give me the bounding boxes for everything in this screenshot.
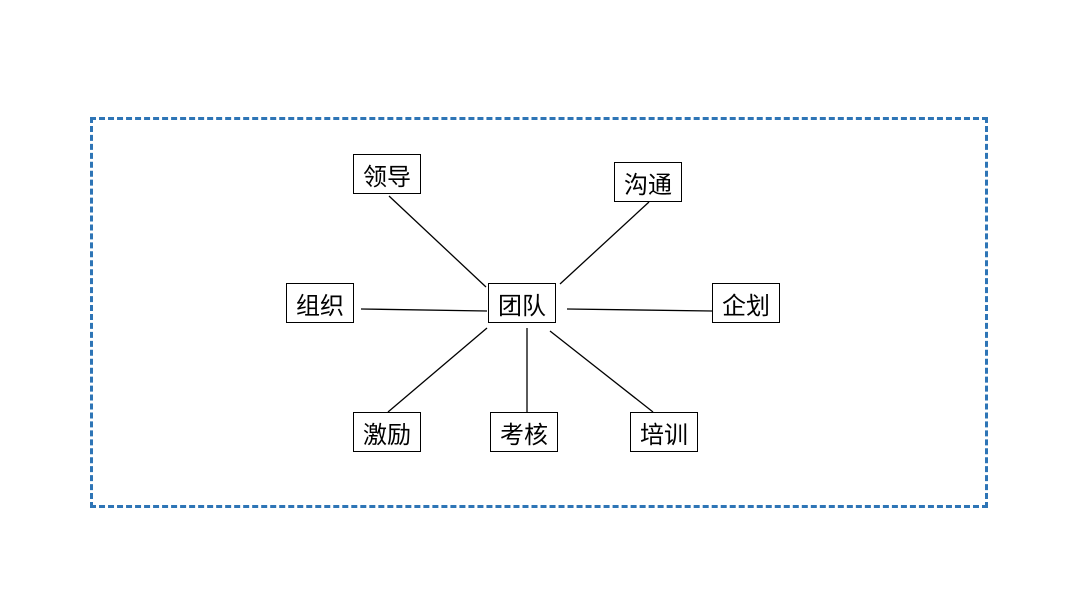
node-jili-label: 激励: [363, 420, 411, 449]
node-goutong: 沟通: [614, 162, 682, 202]
line-to-peixun: [549, 330, 654, 413]
node-zuzhi: 组织: [286, 283, 354, 323]
line-to-jili: [387, 327, 488, 413]
node-center-tuandui: 团队: [488, 283, 556, 323]
node-kaohe-label: 考核: [500, 420, 548, 449]
node-peixun-label: 培训: [640, 420, 688, 449]
node-center-label: 团队: [498, 291, 546, 320]
node-jili: 激励: [353, 412, 421, 452]
line-to-qihua: [566, 308, 713, 312]
node-qihua-label: 企划: [722, 291, 770, 320]
node-goutong-label: 沟通: [624, 170, 672, 199]
node-zuzhi-label: 组织: [296, 291, 344, 320]
node-lingdao: 领导: [353, 154, 421, 194]
node-kaohe: 考核: [490, 412, 558, 452]
node-qihua: 企划: [712, 283, 780, 323]
node-lingdao-label: 领导: [363, 162, 411, 191]
line-to-lingdao: [388, 195, 487, 288]
node-peixun: 培训: [630, 412, 698, 452]
dashed-frame: [90, 117, 988, 508]
line-to-zuzhi: [360, 308, 488, 312]
line-to-goutong: [559, 201, 650, 285]
